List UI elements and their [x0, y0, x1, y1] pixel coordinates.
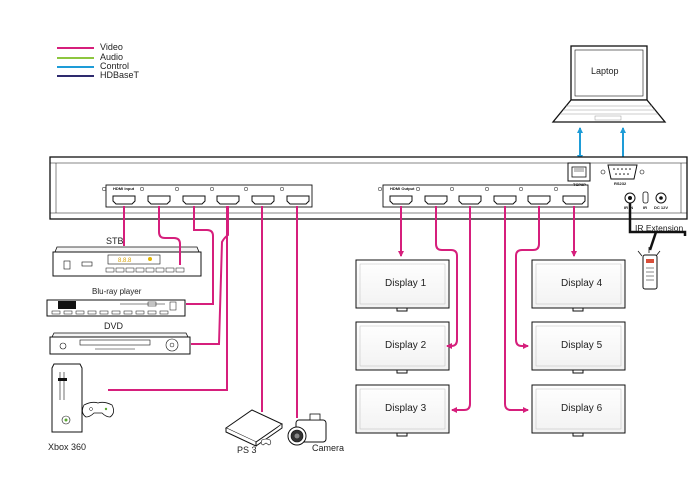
cable-display-2 — [435, 206, 458, 349]
display-3-label: Display 3 — [385, 403, 427, 414]
dvd-device — [49, 332, 191, 355]
display-1-label: Display 1 — [385, 278, 427, 289]
hdmi-matrix-switcher — [49, 156, 688, 220]
ir-sensor — [642, 191, 649, 204]
hdmi-output-port-1 — [389, 195, 413, 205]
hdmi-output-port-4 — [493, 195, 517, 205]
svg-text:8.8.8: 8.8.8 — [118, 258, 132, 264]
ir-in-label: IR IN — [624, 205, 634, 210]
output-video-cables — [398, 206, 577, 413]
ir-label: IR — [643, 205, 647, 210]
legend-label-hdbaset: HDBaseT — [100, 70, 140, 80]
ir-in-port — [624, 192, 636, 204]
stb-label: STB — [106, 236, 124, 246]
hdmi-input-label: HDMI Input — [113, 186, 135, 191]
display-screens — [355, 259, 626, 437]
camera-label: Camera — [312, 443, 345, 453]
display-6-label: Display 6 — [561, 403, 603, 414]
hdmi-output-port-2 — [424, 195, 448, 205]
ir-extension-label: IR Extension — [635, 223, 684, 233]
ps3-device — [224, 409, 284, 447]
tcpip-port — [567, 162, 591, 182]
hdmi-input-port-4 — [216, 195, 240, 205]
legend-label-control: Control — [100, 61, 130, 71]
hdmi-input-port-3 — [182, 195, 206, 205]
dvd-label: DVD — [104, 321, 124, 331]
cable-display-3 — [451, 206, 471, 413]
xbox-360-label: Xbox 360 — [48, 442, 87, 452]
input-video-cables — [108, 206, 298, 418]
hdmi-input-port-2 — [147, 195, 171, 205]
display-4-label: Display 4 — [561, 278, 603, 289]
cable-display-6 — [504, 206, 529, 413]
hdmi-input-port-1 — [112, 195, 136, 205]
legend — [57, 47, 94, 77]
display-6 — [531, 384, 626, 437]
cable-dvd — [186, 206, 214, 305]
ir-extension-cable — [628, 203, 687, 236]
dc-12v-label: DC 12V — [654, 205, 669, 210]
camera-device — [287, 413, 327, 446]
hdmi-output-label: HDMI Output — [390, 186, 415, 191]
rs232-label: RS232 — [614, 181, 627, 186]
cable-bluray — [158, 206, 181, 265]
stb-device: 8.8.8 — [52, 246, 202, 277]
tcpip-label: TCP/IP — [573, 182, 586, 187]
ir-receiver — [637, 247, 661, 290]
xbox-360-device — [51, 363, 114, 433]
bluray-label: Blu-ray player — [92, 287, 142, 296]
hdmi-input-port-6 — [286, 195, 310, 205]
hdmi-input-port-5 — [251, 195, 275, 205]
legend-label-audio: Audio — [100, 52, 124, 62]
cable-xbox-2 — [108, 206, 228, 391]
hdmi-output-port-3 — [458, 195, 482, 205]
hdmi-output-ports — [389, 195, 586, 205]
legend-label-video: Video — [100, 42, 123, 52]
dc-power-port — [655, 192, 667, 204]
display-1 — [355, 259, 450, 312]
hdmi-input-ports — [112, 195, 310, 205]
laptop-label: Laptop — [591, 66, 619, 76]
display-4 — [531, 259, 626, 312]
bluray-device — [46, 299, 186, 317]
hdmi-output-port-6 — [562, 195, 586, 205]
hdmi-output-port-5 — [527, 195, 551, 205]
ps3-label: PS 3 — [237, 445, 257, 455]
display-2-label: Display 2 — [385, 340, 427, 351]
display-5 — [531, 321, 626, 374]
laptop — [551, 45, 667, 123]
display-2 — [355, 321, 450, 374]
display-3 — [355, 384, 450, 437]
display-5-label: Display 5 — [561, 340, 603, 351]
rs232-port — [600, 164, 645, 180]
cable-display-5 — [515, 206, 540, 349]
